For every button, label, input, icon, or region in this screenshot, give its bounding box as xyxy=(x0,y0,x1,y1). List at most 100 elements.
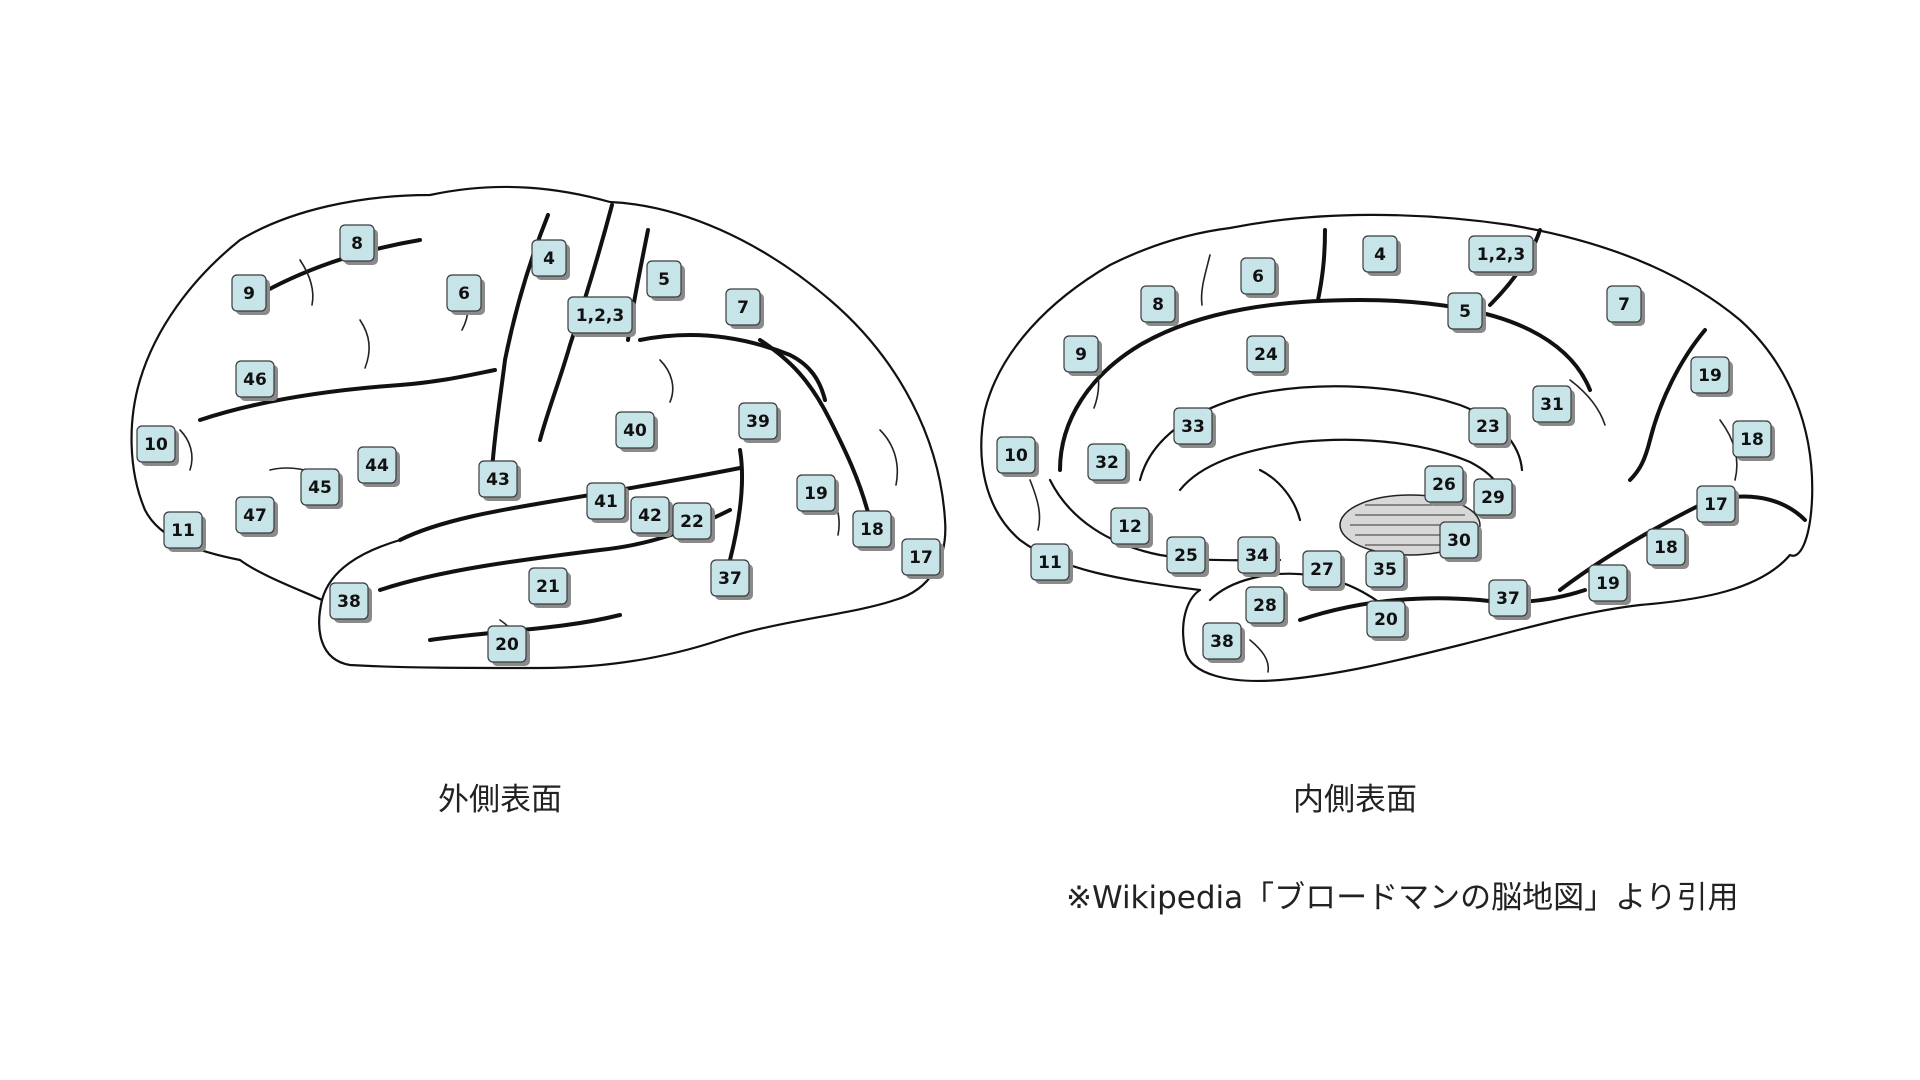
medial-area-number: 24 xyxy=(1254,345,1278,365)
medial-area-number: 30 xyxy=(1447,531,1471,551)
medial-area-number: 27 xyxy=(1310,560,1334,580)
medial-area-label: 4 xyxy=(1362,235,1401,276)
medial-area-label-box xyxy=(1646,528,1686,566)
lateral-area-number: 11 xyxy=(171,521,195,541)
lateral-area-label-box xyxy=(531,239,567,277)
medial-area-number: 19 xyxy=(1596,574,1620,594)
medial-area-number: 10 xyxy=(1004,446,1028,466)
medial-area-label-box xyxy=(1606,285,1642,323)
medial-view-caption: 内側表面 xyxy=(1293,782,1417,818)
lateral-area-label-box xyxy=(300,468,340,506)
lateral-area-label-box xyxy=(901,538,941,576)
medial-area-label: 29 xyxy=(1473,478,1516,519)
medial-area-label-box xyxy=(1173,407,1213,445)
medial-area-label-box xyxy=(1030,543,1070,581)
lateral-area-label-box xyxy=(567,296,633,334)
lateral-area-number: 19 xyxy=(804,484,828,504)
medial-area-label: 19 xyxy=(1588,564,1631,605)
lateral-area-label-box xyxy=(446,274,482,312)
lateral-area-number: 10 xyxy=(144,435,168,455)
lateral-area-number: 22 xyxy=(680,512,704,532)
medial-area-label: 28 xyxy=(1245,586,1288,627)
lateral-area-number: 18 xyxy=(860,520,884,540)
lateral-area-number: 4 xyxy=(543,249,555,269)
lateral-area-label: 20 xyxy=(487,625,530,666)
lateral-occipital-sulcus xyxy=(758,338,872,522)
lateral-area-number: 5 xyxy=(658,270,670,290)
medial-area-number: 34 xyxy=(1245,546,1269,566)
collateral-sulcus xyxy=(1298,588,1587,622)
medial-area-label-box xyxy=(1473,478,1513,516)
medial-area-label: 32 xyxy=(1087,443,1130,484)
medial-area-label-box xyxy=(1532,385,1572,423)
lateral-area-number: 42 xyxy=(638,506,662,526)
lateral-area-label: 9 xyxy=(231,274,270,315)
lateral-area-label: 43 xyxy=(478,460,521,501)
medial-area-label-box xyxy=(1302,550,1342,588)
lateral-area-label-box xyxy=(738,402,778,440)
medial-area-label-box xyxy=(1488,579,1528,617)
lateral-area-label: 37 xyxy=(710,559,753,600)
lateral-area-number: 9 xyxy=(243,284,255,304)
medial-area-label: 35 xyxy=(1365,550,1408,591)
lateral-area-number: 40 xyxy=(623,421,647,441)
lateral-area-number: 44 xyxy=(365,456,389,476)
lateral-area-label-box xyxy=(235,360,275,398)
medial-area-number: 9 xyxy=(1075,345,1087,365)
medial-area-label-box xyxy=(1140,285,1176,323)
medial-area-label-box xyxy=(1468,407,1508,445)
medial-area-number: 31 xyxy=(1540,395,1564,415)
medial-area-number: 12 xyxy=(1118,517,1142,537)
lateral-view-caption: 外側表面 xyxy=(438,782,562,818)
lateral-area-label-box xyxy=(235,496,275,534)
lateral-area-number: 47 xyxy=(243,506,267,526)
medial-area-label-box xyxy=(1240,257,1276,295)
lateral-area-number: 38 xyxy=(337,592,361,612)
medial-area-label: 26 xyxy=(1424,465,1467,506)
lateral-area-label: 10 xyxy=(136,425,179,466)
temporal-lobe-edge xyxy=(320,538,402,602)
medial-area-number: 29 xyxy=(1481,488,1505,508)
medial-area-label-box xyxy=(1690,356,1730,394)
medial-area-number: 5 xyxy=(1459,302,1471,322)
lateral-area-label-box xyxy=(357,446,397,484)
corpus-callosum-lower xyxy=(1178,438,1503,507)
medial-area-label: 8 xyxy=(1140,285,1179,326)
lateral-area-label: 40 xyxy=(615,411,658,452)
medial-area-number: 18 xyxy=(1740,430,1764,450)
medial-area-number: 26 xyxy=(1432,475,1456,495)
lateral-area-label: 39 xyxy=(738,402,781,443)
lateral-area-number: 17 xyxy=(909,548,933,568)
medial-area-label-box xyxy=(1237,536,1277,574)
medial-area-label: 27 xyxy=(1302,550,1345,591)
medial-area-label: 23 xyxy=(1468,407,1511,448)
lateral-area-number: 8 xyxy=(351,234,363,254)
medial-area-number: 1,2,3 xyxy=(1477,245,1525,265)
lateral-area-label: 41 xyxy=(586,482,629,523)
medial-area-label-box xyxy=(1439,521,1479,559)
lateral-area-number: 6 xyxy=(458,284,470,304)
lateral-area-label-box xyxy=(339,224,375,262)
medial-area-number: 4 xyxy=(1374,245,1386,265)
lateral-area-number: 37 xyxy=(718,569,742,589)
medial-area-label-box xyxy=(1588,564,1628,602)
lateral-outline xyxy=(130,185,947,670)
lateral-area-label: 46 xyxy=(235,360,278,401)
medial-area-label: 30 xyxy=(1439,521,1482,562)
medial-central-sulcus xyxy=(1316,228,1327,302)
medial-area-label: 20 xyxy=(1366,600,1409,641)
medial-area-label: 11 xyxy=(1030,543,1073,584)
lateral-area-number: 46 xyxy=(243,370,267,390)
lateral-sulcus xyxy=(398,466,742,542)
lateral-area-label: 11 xyxy=(163,511,206,552)
lateral-area-label-box xyxy=(487,625,527,663)
lateral-area-label-box xyxy=(163,511,203,549)
superior-frontal-sulcus xyxy=(248,238,422,302)
medial-area-label: 24 xyxy=(1246,335,1289,376)
lateral-area-label: 45 xyxy=(300,468,343,509)
medial-area-number: 18 xyxy=(1654,538,1678,558)
medial-area-label: 17 xyxy=(1696,485,1739,526)
